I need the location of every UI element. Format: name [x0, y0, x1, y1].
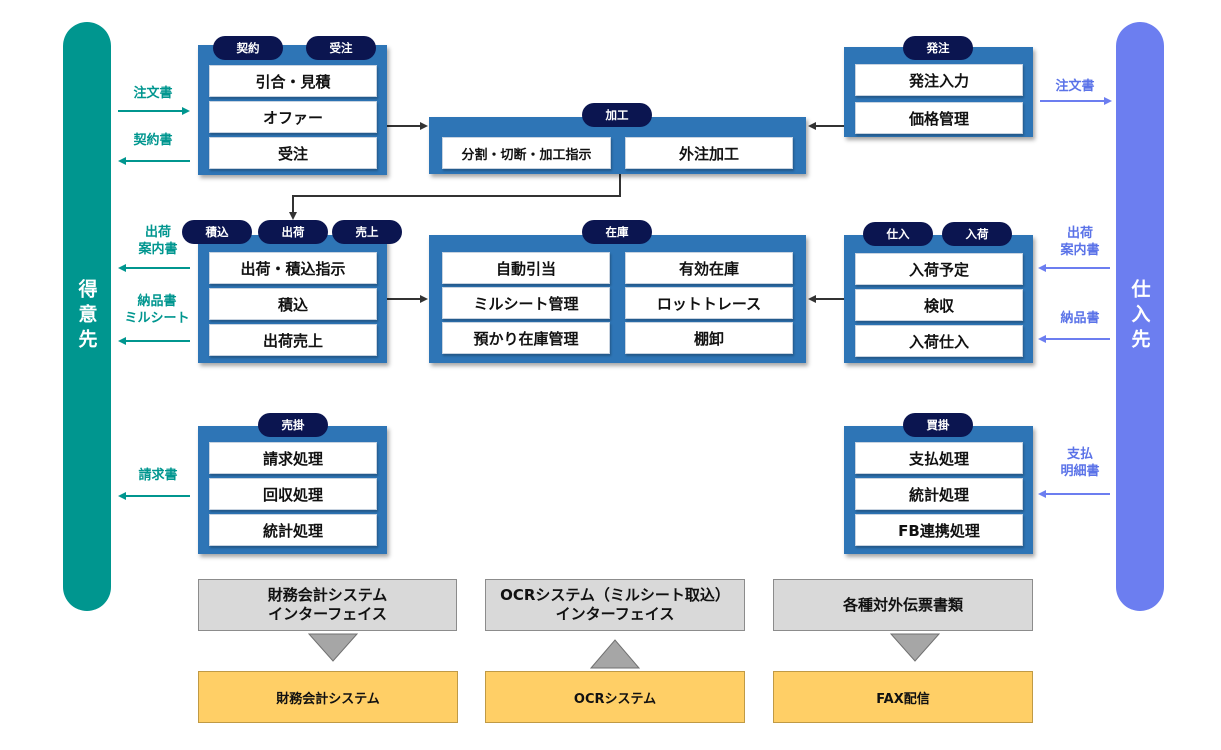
payable-panel: 支払処理 統計処理 FB連携処理 [844, 426, 1033, 554]
customer-label: 得意先 [75, 279, 98, 354]
item-inquiry-estimate[interactable]: 引合・見積 [209, 65, 377, 97]
item-shipping-loading-instructions[interactable]: 出荷・積込指示 [209, 252, 377, 284]
tag-sales: 売上 [332, 220, 402, 244]
tag-processing: 加工 [582, 103, 652, 127]
tag-shipping: 出荷 [258, 220, 328, 244]
doc-order-out: 注文書 [1055, 79, 1095, 94]
doc-order-in: 注文書 [133, 86, 173, 101]
doc-contract-out: 契約書 [133, 133, 173, 148]
supplier-label: 仕入先 [1128, 279, 1151, 354]
receivable-panel: 請求処理 回収処理 統計処理 [198, 426, 387, 554]
item-auto-allocation[interactable]: 自動引当 [442, 252, 610, 284]
processing-panel: 分割・切断・加工指示 外注加工 [429, 117, 806, 174]
doc-shipping-notice-out: 出荷 案内書 [138, 225, 178, 257]
item-arrival-schedule[interactable]: 入荷予定 [855, 253, 1023, 285]
accounting-interface-box[interactable]: 財務会計システム インターフェイス [198, 579, 457, 631]
tag-payable: 買掛 [903, 413, 973, 437]
item-statistics-receivable[interactable]: 統計処理 [209, 514, 377, 546]
item-available-stock[interactable]: 有効在庫 [625, 252, 793, 284]
item-payment[interactable]: 支払処理 [855, 442, 1023, 474]
item-billing[interactable]: 請求処理 [209, 442, 377, 474]
accounting-system-box[interactable]: 財務会計システム [198, 671, 458, 723]
item-inspection[interactable]: 検収 [855, 289, 1023, 321]
item-lot-trace[interactable]: ロットトレース [625, 287, 793, 319]
item-shipping-sales[interactable]: 出荷売上 [209, 324, 377, 356]
external-documents-box[interactable]: 各種対外伝票書類 [773, 579, 1033, 631]
item-offer[interactable]: オファー [209, 101, 377, 133]
contract-panel: 引合・見積 オファー 受注 [198, 45, 387, 175]
doc-shipping-notice-in: 出荷 案内書 [1060, 226, 1100, 258]
tag-receivable: 売掛 [258, 413, 328, 437]
doc-invoice-out: 請求書 [138, 468, 178, 483]
item-price-management[interactable]: 価格管理 [855, 102, 1023, 134]
item-order-entry[interactable]: 発注入力 [855, 64, 1023, 96]
customer-bar: 得意先 [63, 22, 111, 611]
ocr-interface-box[interactable]: OCRシステム（ミルシート取込） インターフェイス [485, 579, 745, 631]
fax-delivery-box[interactable]: FAX配信 [773, 671, 1033, 723]
triangle-up-ocr [589, 639, 641, 669]
item-consigned-stock[interactable]: 預かり在庫管理 [442, 322, 610, 354]
tag-contract: 契約 [213, 36, 283, 60]
tag-order-receipt: 受注 [306, 36, 376, 60]
item-loading[interactable]: 積込 [209, 288, 377, 320]
item-collection[interactable]: 回収処理 [209, 478, 377, 510]
receiving-panel: 入荷予定 検収 入荷仕入 [844, 235, 1033, 363]
triangle-down-documents [889, 633, 941, 662]
tag-arrival: 入荷 [942, 222, 1012, 246]
ocr-system-box[interactable]: OCRシステム [485, 671, 745, 723]
doc-delivery-out: 納品書 ミルシート [124, 294, 190, 326]
item-order-receipt[interactable]: 受注 [209, 137, 377, 169]
ordering-panel: 発注入力 価格管理 [844, 47, 1033, 137]
tag-inventory: 在庫 [582, 220, 652, 244]
doc-delivery-in: 納品書 [1060, 311, 1100, 326]
item-cutting-instructions[interactable]: 分割・切断・加工指示 [442, 137, 611, 169]
item-statistics-payable[interactable]: 統計処理 [855, 478, 1023, 510]
triangle-down-accounting [307, 633, 359, 662]
item-outsourced-processing[interactable]: 外注加工 [625, 137, 793, 169]
tag-ordering: 発注 [903, 36, 973, 60]
arrow-processing-to-shipping [289, 174, 621, 220]
item-mill-sheet-management[interactable]: ミルシート管理 [442, 287, 610, 319]
supplier-bar: 仕入先 [1116, 22, 1164, 611]
inventory-panel: 自動引当 有効在庫 ミルシート管理 ロットトレース 預かり在庫管理 棚卸 [429, 235, 806, 363]
shipping-panel: 出荷・積込指示 積込 出荷売上 [198, 235, 387, 363]
tag-loading: 積込 [182, 220, 252, 244]
item-stocktaking[interactable]: 棚卸 [625, 322, 793, 354]
item-arrival-purchase[interactable]: 入荷仕入 [855, 325, 1023, 357]
tag-purchase: 仕入 [863, 222, 933, 246]
item-fb-integration[interactable]: FB連携処理 [855, 514, 1023, 546]
doc-payment-in: 支払 明細書 [1060, 447, 1100, 479]
